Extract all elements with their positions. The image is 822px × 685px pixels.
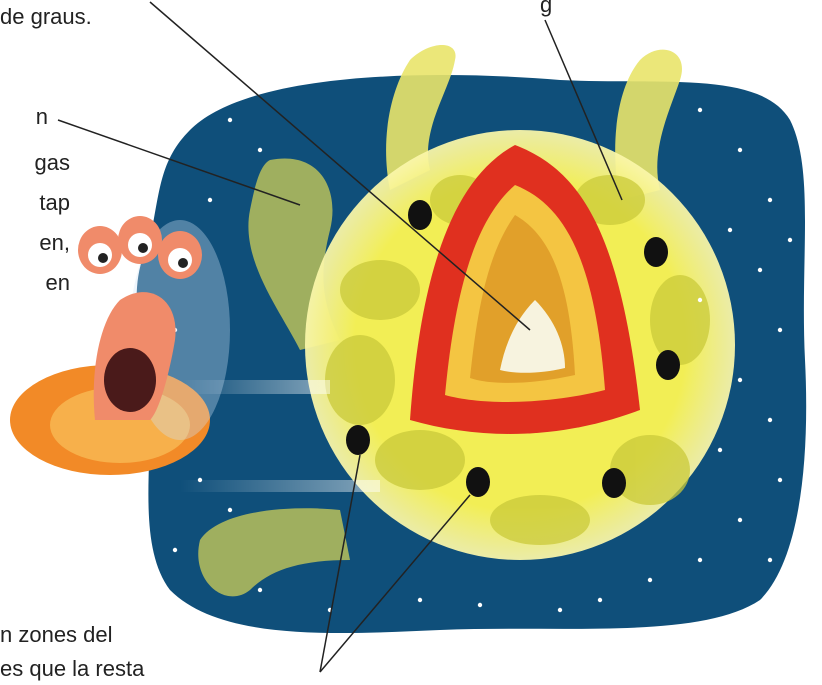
star-dot-icon — [258, 148, 262, 152]
star-dot-icon — [478, 603, 482, 607]
star-dot-icon — [698, 108, 702, 112]
star-dot-icon — [228, 118, 232, 122]
star-dot-icon — [768, 558, 772, 562]
star-dot-icon — [768, 418, 772, 422]
star-dot-icon — [738, 518, 742, 522]
caption-left-line-4: en, — [0, 226, 70, 259]
caption-top-right: g — [540, 0, 552, 21]
light-trail-lower — [180, 480, 380, 492]
star-dot-icon — [758, 268, 762, 272]
caption-top-left: de graus. — [0, 0, 92, 33]
star-dot-icon — [788, 238, 792, 242]
star-dot-icon — [718, 448, 722, 452]
caption-bottom-line-1: n zones del — [0, 618, 113, 651]
caption-left-line-5: en — [0, 266, 70, 299]
star-dot-icon — [418, 598, 422, 602]
star-dot-icon — [778, 478, 782, 482]
star-dot-icon — [768, 198, 772, 202]
caption-bottom-line-2: es que la resta — [0, 652, 144, 685]
star-dot-icon — [228, 508, 232, 512]
star-dot-icon — [698, 298, 702, 302]
caption-left-line-2: gas — [0, 146, 70, 179]
star-dot-icon — [648, 578, 652, 582]
star-dot-icon — [598, 598, 602, 602]
star-dot-icon — [173, 548, 177, 552]
caption-left-line-1: n — [0, 100, 48, 133]
star-dot-icon — [558, 608, 562, 612]
star-dot-icon — [258, 588, 262, 592]
star-dot-icon — [778, 328, 782, 332]
star-dot-icon — [208, 198, 212, 202]
star-dot-icon — [738, 148, 742, 152]
star-dot-icon — [698, 558, 702, 562]
star-dot-icon — [738, 378, 742, 382]
caption-left-line-3: tap — [0, 186, 70, 219]
star-dot-icon — [728, 228, 732, 232]
